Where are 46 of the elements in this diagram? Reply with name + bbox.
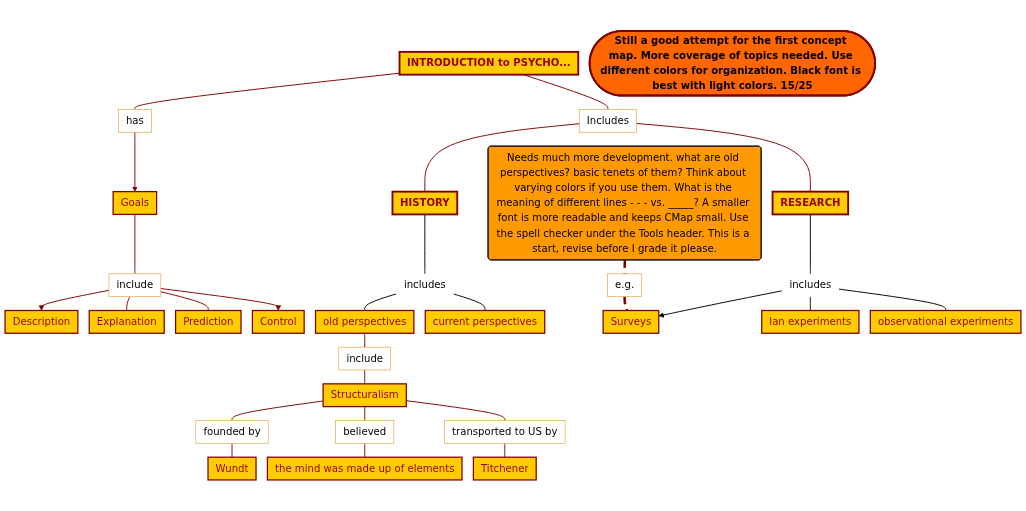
connector <box>126 296 131 311</box>
connector <box>231 400 324 421</box>
connector <box>838 288 947 311</box>
node-text: includes <box>789 278 832 291</box>
node-text: includes <box>403 278 446 291</box>
node-box: lan experiments <box>761 309 860 334</box>
connector <box>623 296 629 311</box>
connector <box>364 406 366 421</box>
node-box: HISTORY <box>391 190 459 216</box>
node-box: Goals <box>112 191 158 216</box>
node-box: RESEARCH <box>771 190 850 216</box>
node-box: observational experiments <box>869 309 1022 334</box>
connector <box>364 332 366 348</box>
connector <box>452 293 486 311</box>
node-box: Control <box>251 309 305 334</box>
connector <box>364 369 366 385</box>
node-box: believed <box>335 420 395 444</box>
connector <box>231 442 233 458</box>
connector <box>134 213 136 275</box>
node-box: Wundt <box>207 456 257 481</box>
node-box: founded by <box>195 420 269 444</box>
node-box: has <box>118 109 152 133</box>
connector <box>160 291 209 311</box>
node-box: Structuralism <box>322 383 407 408</box>
node-box: the mind was made up of elements <box>266 456 463 481</box>
node-box: Prediction <box>174 309 242 334</box>
node-box: e.g. <box>607 273 643 297</box>
connector <box>504 442 506 458</box>
node-box: include <box>338 346 391 371</box>
connector <box>364 442 366 458</box>
node-box: include <box>108 273 162 297</box>
node-box: Surveys <box>602 309 660 334</box>
node-box: transported to US by <box>444 420 566 444</box>
connector <box>424 123 580 193</box>
node-box: old perspectives <box>314 309 415 334</box>
node-box: INTRODUCTION to PSYCHO... <box>398 50 580 76</box>
node-box: current perspectives <box>424 309 546 334</box>
connector <box>364 293 397 311</box>
node-box: Includes <box>578 109 637 133</box>
connector <box>636 122 811 193</box>
connector <box>809 296 811 311</box>
connector <box>134 72 400 110</box>
connector <box>809 213 811 275</box>
node-box: Titchener <box>472 456 537 481</box>
node-box: Explanation <box>88 309 165 334</box>
node-box: Description <box>4 309 79 334</box>
